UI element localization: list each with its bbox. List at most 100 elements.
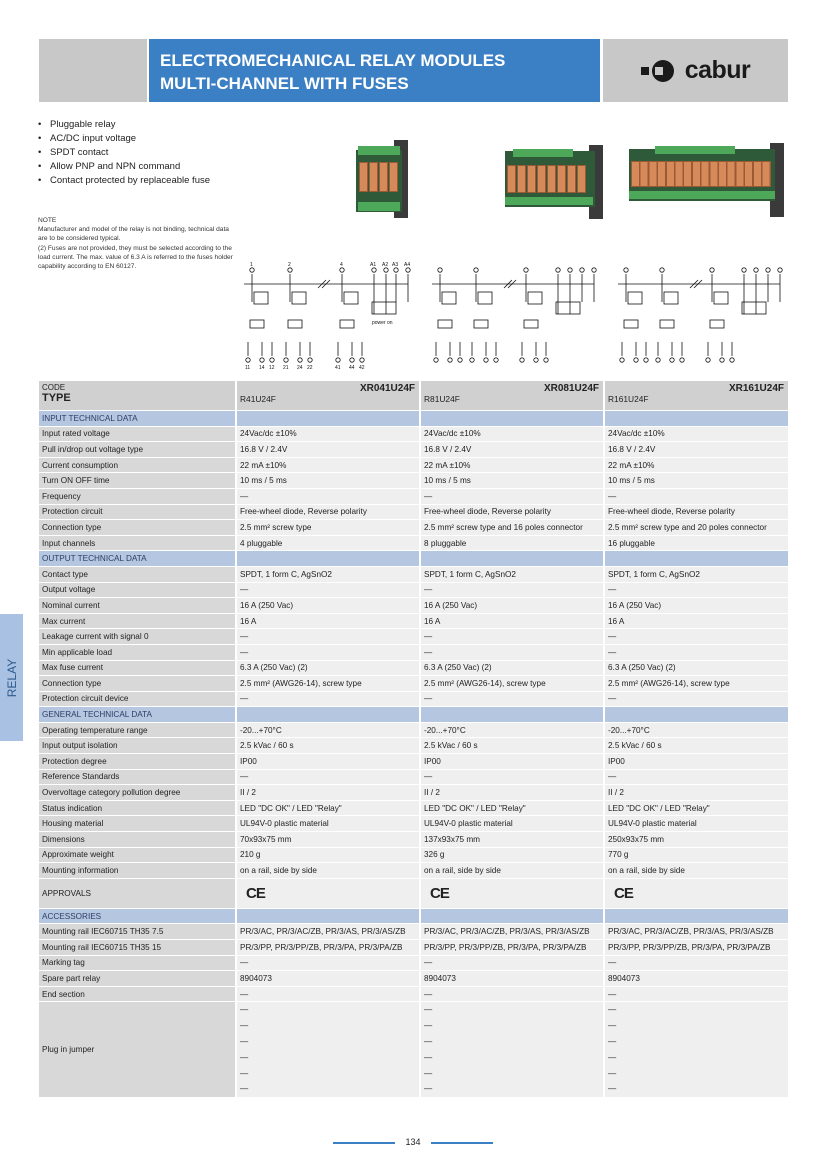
- section-header-row: OUTPUT TECHNICAL DATA: [39, 550, 788, 567]
- row-value: —: [235, 769, 420, 786]
- row-value: 2.5 mm² screw type and 20 poles connecto…: [603, 519, 788, 536]
- row-label: Current consumption: [39, 457, 236, 474]
- row-value: 16 A (250 Vac): [419, 597, 604, 614]
- section-cell: [235, 410, 420, 427]
- row-label: Protection circuit: [39, 504, 236, 521]
- row-label: Status indication: [39, 800, 236, 817]
- row-value: 16.8 V / 2.4V: [603, 441, 788, 458]
- row-value: 10 ms / 5 ms: [419, 472, 604, 489]
- table-row: Protection circuit device———: [39, 691, 788, 708]
- row-value: 22 mA ±10%: [235, 457, 420, 474]
- table-row: Frequency———: [39, 488, 788, 505]
- note-line-2: (2) Fuses are not provided, they must be…: [38, 244, 233, 271]
- row-value: 16 pluggable: [603, 535, 788, 552]
- row-value: —: [419, 691, 604, 708]
- row-value: —: [603, 769, 788, 786]
- row-value: PR/3/AC, PR/3/AC/ZB, PR/3/AS, PR/3/AS/ZB: [603, 923, 788, 940]
- row-value: —: [603, 582, 788, 599]
- row-value: II / 2: [603, 784, 788, 801]
- section-cell: [235, 908, 420, 925]
- row-value: 2.5 mm² (AWG26-14), screw type: [603, 675, 788, 692]
- row-value: 2.5 kVac / 60 s: [603, 737, 788, 755]
- row-label: Operating temperature range: [39, 722, 236, 739]
- row-value: 2.5 mm² screw type and 16 poles connecto…: [419, 519, 604, 536]
- row-value: -20...+70°C: [419, 722, 604, 739]
- diagram-label: 14: [259, 365, 265, 371]
- approvals-cell: CE: [235, 878, 420, 909]
- section-header-row: ACCESSORIES: [39, 908, 788, 925]
- row-value: —: [419, 488, 604, 505]
- dash-value: —: [424, 1005, 433, 1015]
- row-value: 22 mA ±10%: [419, 457, 604, 474]
- row-value: 16 A (250 Vac): [235, 597, 420, 614]
- row-value: IP00: [603, 753, 788, 770]
- row-value: UL94V-0 plastic material: [419, 815, 604, 833]
- note-block: NOTE Manufacturer and model of the relay…: [38, 216, 234, 271]
- row-label: Overvoltage category pollution degree: [39, 784, 236, 801]
- code-label: CODE: [42, 383, 66, 392]
- section-cell: [419, 550, 604, 567]
- row-value: —: [235, 986, 420, 1003]
- row-label: Approximate weight: [39, 847, 236, 864]
- row-value: 250x93x75 mm: [603, 831, 788, 848]
- diagram-label: A4: [404, 262, 410, 268]
- row-value: —: [419, 986, 604, 1003]
- row-value: 6.3 A (250 Vac) (2): [419, 660, 604, 677]
- row-value: Free-wheel diode, Reverse polarity: [603, 504, 788, 521]
- row-value: —: [603, 644, 788, 661]
- row-value: on a rail, side by side: [603, 862, 788, 879]
- dash-value: —: [424, 1068, 433, 1078]
- row-value: 16 A: [603, 613, 788, 630]
- row-value: 2.5 mm² (AWG26-14), screw type: [235, 675, 420, 692]
- row-value: 210 g: [235, 847, 420, 864]
- row-value: IP00: [235, 753, 420, 770]
- row-label: Mounting rail IEC60715 TH35 15: [39, 939, 236, 956]
- row-value: —: [419, 769, 604, 786]
- row-value: 24Vac/dc ±10%: [419, 426, 604, 443]
- product-code: XR041U24F: [359, 383, 415, 394]
- row-label: Frequency: [39, 488, 236, 505]
- plugin-jumper-cell: ——————: [603, 1001, 788, 1099]
- row-value: —: [419, 582, 604, 599]
- diagram-label: 4: [340, 262, 343, 268]
- row-value: 2.5 mm² (AWG26-14), screw type: [419, 675, 604, 692]
- diagram-label: 12: [269, 365, 275, 371]
- section-cell: [235, 706, 420, 723]
- row-label: Mounting information: [39, 862, 236, 879]
- row-label: Contact type: [39, 566, 236, 583]
- row-label: Leakage current with signal 0: [39, 628, 236, 645]
- row-value: 770 g: [603, 847, 788, 864]
- row-value: —: [419, 955, 604, 972]
- row-value: 10 ms / 5 ms: [235, 472, 420, 489]
- row-label: Connection type: [39, 675, 236, 692]
- section-header-row: INPUT TECHNICAL DATA: [39, 410, 788, 427]
- row-value: II / 2: [235, 784, 420, 801]
- side-tab-relay[interactable]: RELAY: [0, 614, 23, 741]
- row-value: 2.5 mm² screw type: [235, 519, 420, 536]
- page-number: 134: [333, 1137, 493, 1147]
- row-label: Min applicable load: [39, 644, 236, 661]
- row-value: UL94V-0 plastic material: [235, 815, 420, 833]
- product-code: XR161U24F: [728, 383, 784, 394]
- row-value: —: [235, 644, 420, 661]
- row-label: Input channels: [39, 535, 236, 552]
- row-value: 16.8 V / 2.4V: [235, 441, 420, 458]
- feature-item: Pluggable relay: [38, 118, 210, 132]
- table-row: Min applicable load———: [39, 644, 788, 661]
- wiring-diagram-4ch: 1 2 4 A1 A2 A3 A4 power on 11 14 12 21 2…: [244, 262, 411, 371]
- row-value: —: [419, 644, 604, 661]
- row-value: PR/3/AC, PR/3/AC/ZB, PR/3/AS, PR/3/AS/ZB: [235, 923, 420, 940]
- header-grey-block: [39, 39, 147, 102]
- section-title: OUTPUT TECHNICAL DATA: [39, 550, 236, 567]
- row-value: 70x93x75 mm: [235, 831, 420, 848]
- row-value: 6.3 A (250 Vac) (2): [235, 660, 420, 677]
- plugin-jumper-row: Plug in jumper——————————————————: [39, 1001, 788, 1099]
- dash-value: —: [424, 1036, 433, 1046]
